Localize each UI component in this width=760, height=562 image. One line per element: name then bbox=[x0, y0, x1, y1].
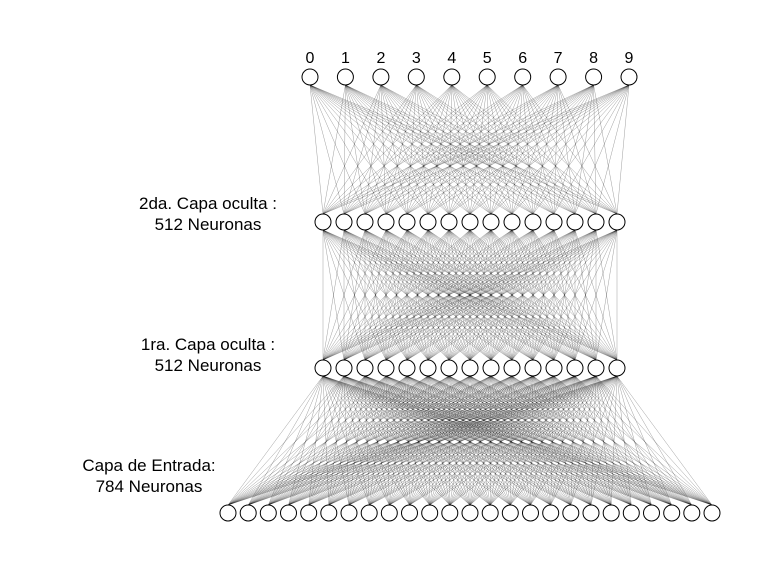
input-neuron-3 bbox=[280, 504, 297, 522]
hidden1-neuron-13 bbox=[587, 359, 605, 377]
output-neuron-4 bbox=[443, 68, 461, 86]
output-neuron-1 bbox=[336, 68, 354, 86]
input-neuron-8 bbox=[380, 504, 398, 522]
hidden2-neuron-11 bbox=[545, 213, 563, 231]
hidden2-neuron-12 bbox=[566, 213, 584, 231]
hidden1-neuron-2 bbox=[356, 359, 374, 377]
hidden-layer-1-title: 1ra. Capa oculta : bbox=[140, 335, 276, 354]
input-neuron-23 bbox=[683, 504, 701, 522]
hidden-layer-2-title: 2da. Capa oculta : bbox=[139, 194, 277, 213]
input-neuron-15 bbox=[522, 504, 539, 522]
hidden1-neuron-4 bbox=[398, 359, 416, 377]
input-neuron-0 bbox=[219, 504, 237, 522]
input-neuron-21 bbox=[643, 504, 660, 522]
hidden-layer-1-label: 1ra. Capa oculta : 512 Neuronas bbox=[120, 334, 296, 376]
hidden2-neuron-13 bbox=[587, 213, 605, 231]
output-label-5: 5 bbox=[483, 50, 492, 67]
output-label-7: 7 bbox=[554, 50, 563, 67]
output-label-2: 2 bbox=[376, 50, 385, 67]
neuron-nodes bbox=[219, 68, 721, 522]
hidden1-neuron-7 bbox=[461, 359, 479, 377]
hidden1-neuron-5 bbox=[419, 359, 437, 377]
hidden2-neuron-4 bbox=[398, 213, 416, 231]
input-neuron-7 bbox=[360, 504, 378, 522]
hidden2-neuron-6 bbox=[440, 213, 458, 231]
input-layer-title: Capa de Entrada: bbox=[82, 456, 216, 475]
input-neuron-9 bbox=[401, 504, 418, 522]
output-neuron-7 bbox=[549, 68, 567, 86]
output-node-labels: 0 1 2 3 4 5 6 7 8 9 bbox=[306, 50, 634, 67]
input-neuron-6 bbox=[340, 504, 358, 522]
input-neuron-19 bbox=[602, 504, 620, 522]
hidden1-neuron-1 bbox=[335, 359, 353, 377]
output-label-9: 9 bbox=[625, 50, 634, 67]
input-neuron-24 bbox=[703, 504, 721, 522]
output-label-1: 1 bbox=[341, 50, 350, 67]
input-neuron-17 bbox=[562, 504, 580, 522]
hidden1-neuron-14 bbox=[608, 359, 626, 377]
hidden2-neuron-0 bbox=[314, 213, 332, 231]
edge-bundle bbox=[227, 84, 713, 506]
input-neuron-12 bbox=[461, 504, 479, 522]
input-neuron-1 bbox=[239, 504, 257, 522]
hidden2-neuron-7 bbox=[461, 213, 479, 231]
input-neuron-2 bbox=[259, 504, 277, 522]
input-neuron-14 bbox=[501, 504, 519, 522]
hidden1-neuron-3 bbox=[377, 359, 395, 377]
hidden1-neuron-8 bbox=[482, 359, 500, 377]
hidden-layer-1-count: 512 Neuronas bbox=[154, 356, 262, 375]
output-label-3: 3 bbox=[412, 50, 421, 67]
input-layer-count: 784 Neuronas bbox=[95, 477, 203, 496]
hidden2-neuron-2 bbox=[356, 213, 374, 231]
input-layer-label: Capa de Entrada: 784 Neuronas bbox=[64, 455, 234, 497]
input-neuron-22 bbox=[663, 504, 681, 522]
output-label-6: 6 bbox=[518, 50, 527, 67]
hidden-layer-2-count: 512 Neuronas bbox=[154, 215, 262, 234]
output-label-0: 0 bbox=[306, 50, 315, 67]
hidden1-neuron-12 bbox=[566, 359, 584, 377]
output-neuron-3 bbox=[407, 68, 425, 86]
output-neuron-2 bbox=[372, 68, 390, 86]
output-label-4: 4 bbox=[447, 50, 456, 67]
input-neuron-13 bbox=[481, 504, 499, 522]
output-label-8: 8 bbox=[589, 50, 598, 67]
hidden2-neuron-5 bbox=[419, 213, 437, 231]
output-neuron-5 bbox=[478, 68, 496, 86]
hidden2-neuron-3 bbox=[377, 213, 395, 231]
hidden1-neuron-10 bbox=[524, 359, 542, 377]
input-neuron-18 bbox=[582, 504, 600, 522]
input-neuron-5 bbox=[320, 504, 338, 522]
hidden2-neuron-1 bbox=[335, 213, 353, 231]
input-neuron-10 bbox=[421, 504, 439, 522]
hidden2-neuron-14 bbox=[608, 213, 626, 231]
output-neuron-8 bbox=[585, 68, 603, 86]
hidden1-neuron-0 bbox=[314, 359, 332, 377]
connection-edges bbox=[227, 84, 713, 506]
input-neuron-4 bbox=[300, 504, 318, 522]
hidden2-neuron-9 bbox=[503, 213, 521, 231]
hidden1-neuron-11 bbox=[545, 359, 563, 377]
hidden-layer-2-label: 2da. Capa oculta : 512 Neuronas bbox=[120, 193, 296, 235]
hidden2-neuron-8 bbox=[482, 213, 500, 231]
input-neuron-20 bbox=[622, 504, 640, 522]
input-neuron-16 bbox=[542, 504, 560, 522]
input-neuron-11 bbox=[441, 504, 459, 522]
output-neuron-0 bbox=[301, 68, 319, 86]
output-neuron-6 bbox=[514, 68, 532, 86]
hidden1-neuron-9 bbox=[503, 359, 521, 377]
hidden2-neuron-10 bbox=[524, 213, 542, 231]
hidden1-neuron-6 bbox=[440, 359, 458, 377]
output-neuron-9 bbox=[620, 68, 638, 86]
